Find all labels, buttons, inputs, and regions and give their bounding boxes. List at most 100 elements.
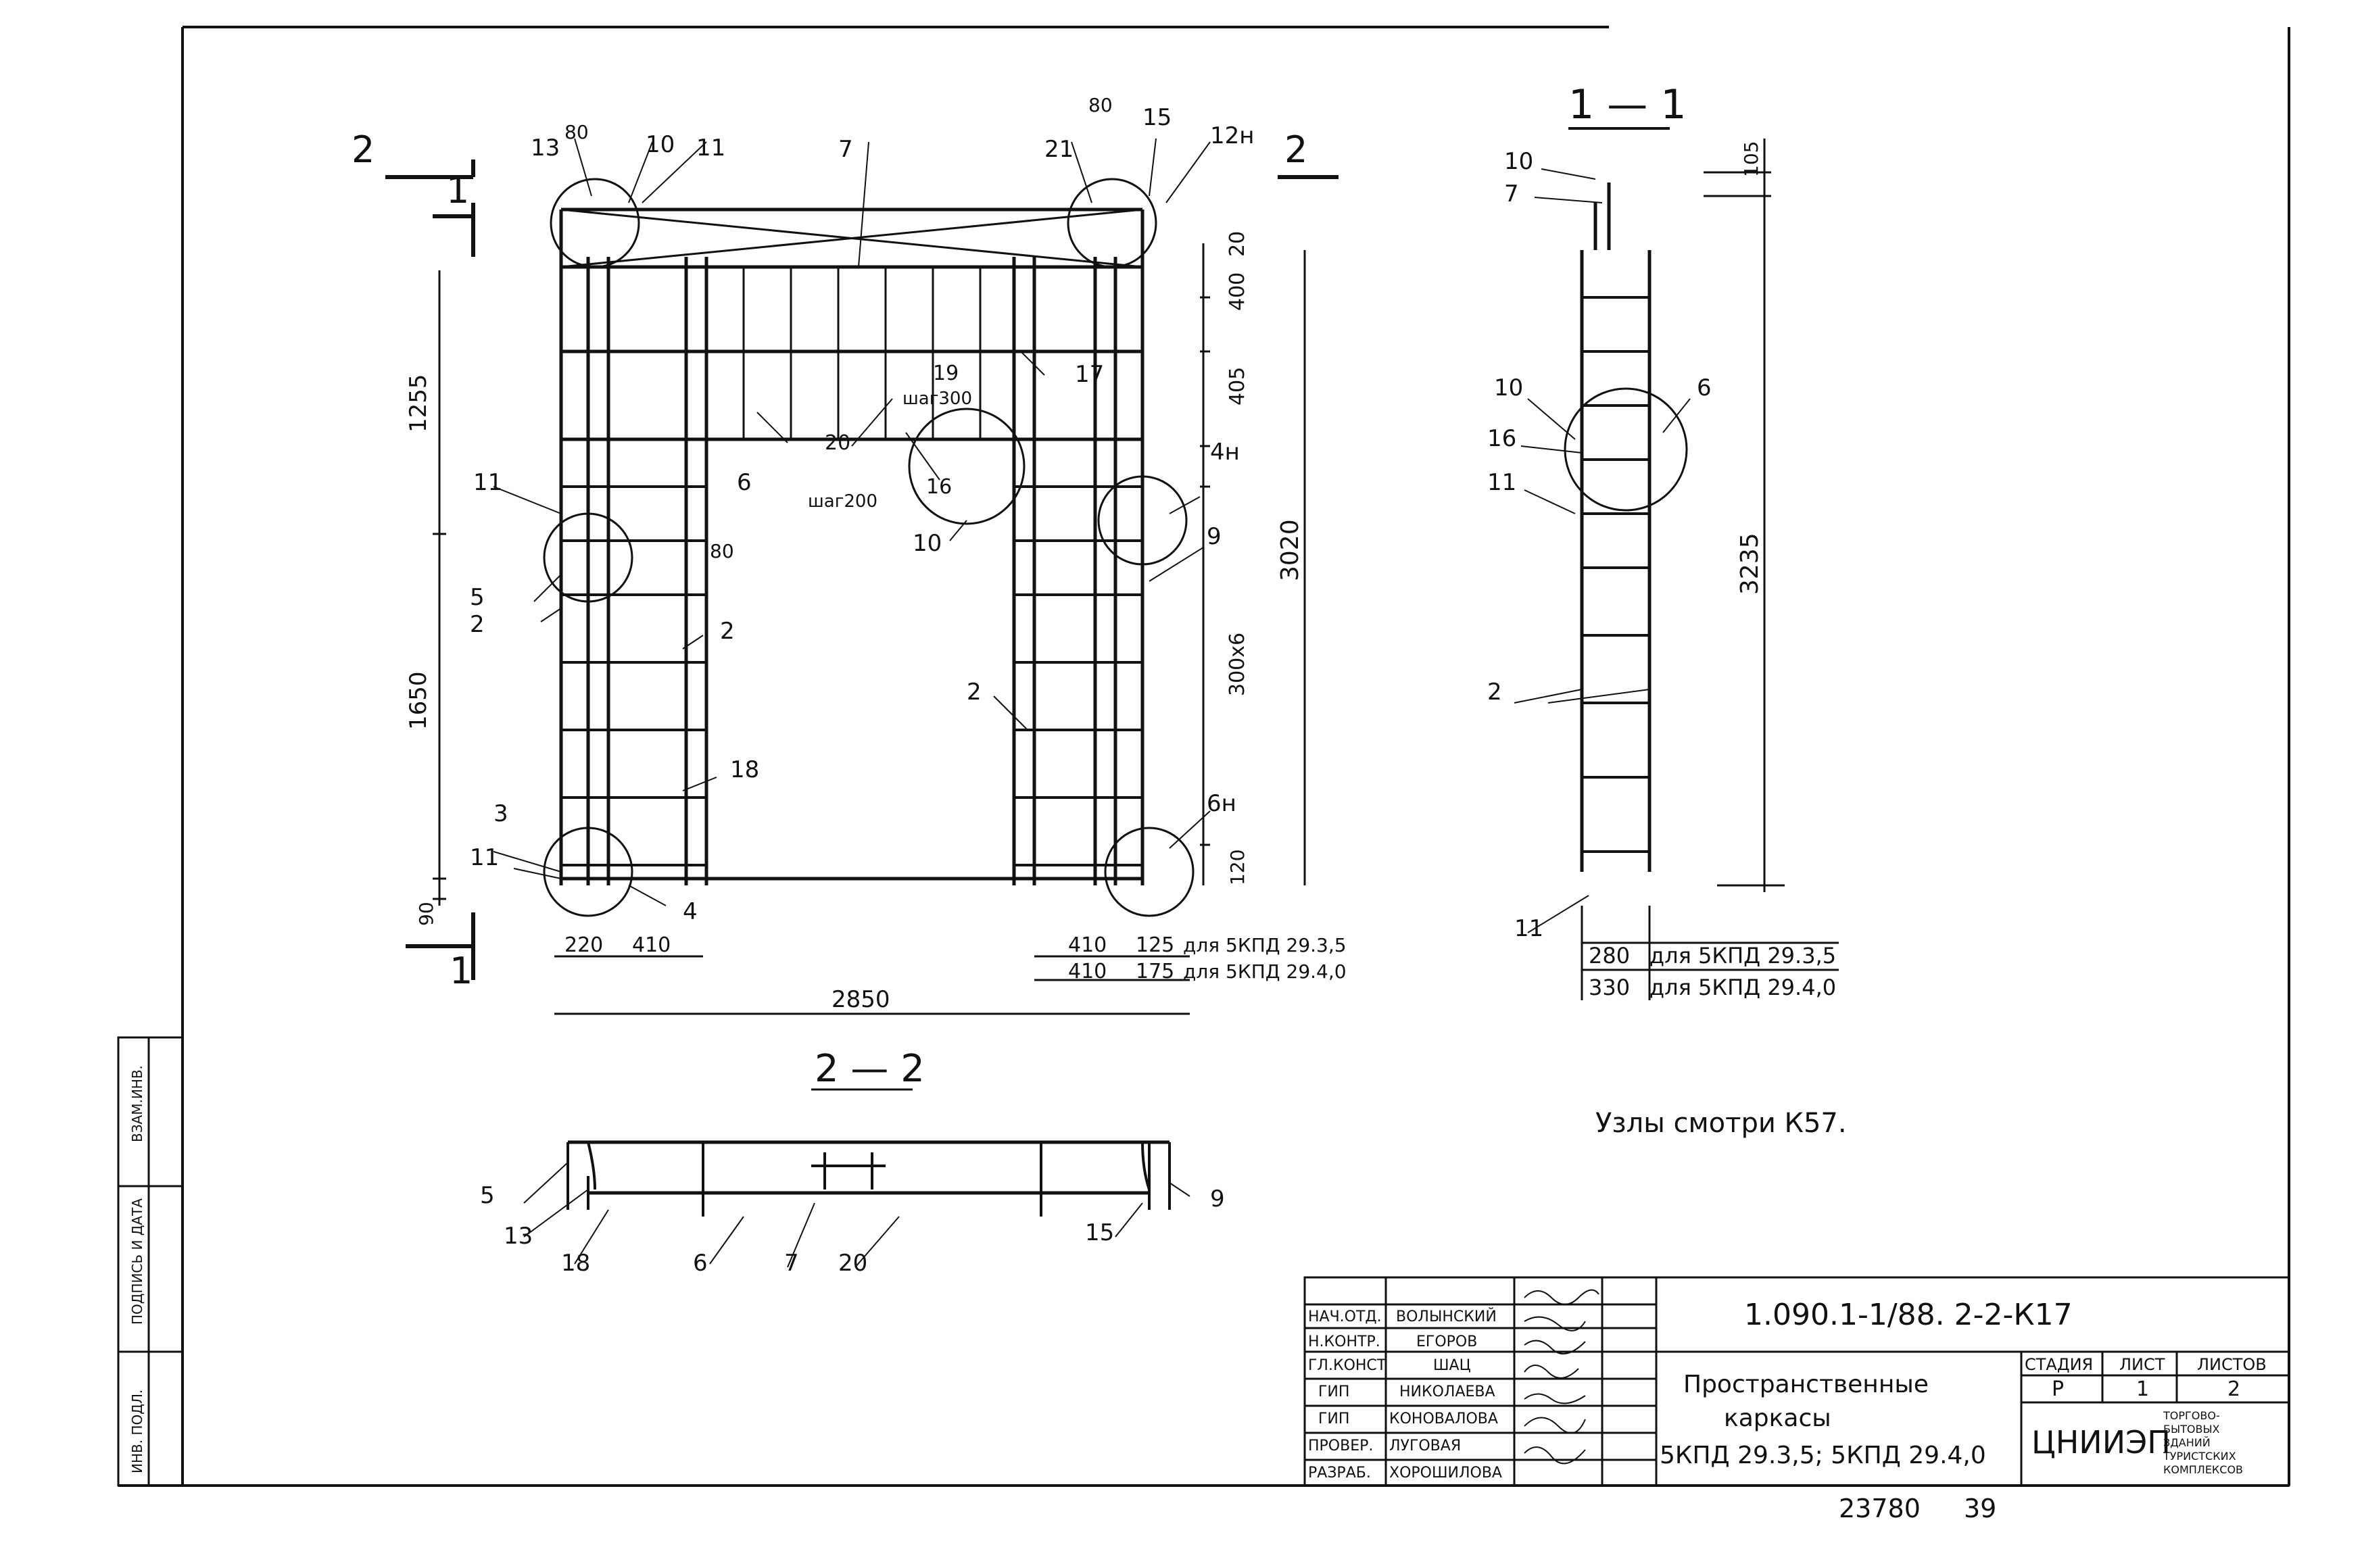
- section-2-2-title: 2 — 2: [815, 1047, 925, 1091]
- s11-for-4-0: для 5КПД 29.4,0: [1649, 975, 1836, 1000]
- mark-10-mid: 10: [913, 530, 942, 557]
- s22-mark-13: 13: [504, 1223, 533, 1250]
- role-prover: ПРОВЕР.: [1308, 1438, 1373, 1454]
- step-300: шаг300: [902, 389, 972, 409]
- mark-17: 17: [1075, 361, 1104, 388]
- dim-1255: 1255: [405, 374, 432, 433]
- org-sub-4: ТУРИСТСКИХ: [2163, 1450, 2236, 1463]
- s11-mark-10b: 10: [1494, 374, 1523, 401]
- s11-mark-6: 6: [1697, 374, 1712, 401]
- sheet-value: 1: [2136, 1377, 2149, 1401]
- mark-11-mid: 11: [473, 469, 502, 496]
- s11-mark-7: 7: [1504, 180, 1519, 207]
- mark-7: 7: [838, 136, 853, 163]
- mark-9: 9: [1207, 523, 1222, 550]
- role-gl-konst: ГЛ.КОНСТ: [1308, 1357, 1387, 1374]
- name-3: ШАЦ: [1433, 1357, 1471, 1374]
- s22-mark-15: 15: [1085, 1219, 1114, 1246]
- mark-6h: 6н: [1207, 790, 1236, 817]
- title-block-text: НАЧ.ОТД. Н.КОНТР. ГЛ.КОНСТ ГИП ГИП ПРОВЕ…: [1308, 1298, 2267, 1481]
- mark-15: 15: [1142, 104, 1172, 131]
- s11-mark-2: 2: [1487, 679, 1502, 706]
- s11-mark-11b: 11: [1514, 915, 1543, 942]
- s11-dim-3235: 3235: [1736, 533, 1764, 595]
- role-nach-otd: НАЧ.ОТД.: [1308, 1308, 1382, 1325]
- side-stamp-cell-1: ВЗАМ.ИНВ.: [129, 1065, 145, 1142]
- dim-80-left-top: 80: [564, 121, 589, 143]
- title-line-2: каркасы: [1724, 1404, 1831, 1432]
- s22-mark-18: 18: [561, 1250, 590, 1277]
- note-nodes: Узлы смотри К57.: [1595, 1108, 1847, 1139]
- s11-mark-11: 11: [1487, 469, 1516, 496]
- for-4-0-plan: для 5КПД 29.4,0: [1183, 960, 1347, 983]
- mark-10-top: 10: [646, 131, 675, 158]
- plan-view: [385, 138, 1339, 1015]
- mark-19: 19: [933, 362, 959, 385]
- mark-2-left: 2: [470, 611, 485, 638]
- s11-mark-10: 10: [1504, 148, 1533, 175]
- section-1-1: [1514, 127, 1839, 1000]
- section-1-1-labels: 1 — 1 10 7 105 10 6 16 11 3235 2 11 280 …: [1487, 81, 1836, 1000]
- mark-3: 3: [493, 800, 508, 827]
- dim-405: 405: [1226, 367, 1249, 406]
- s11-for-3-5: для 5КПД 29.3,5: [1649, 943, 1836, 969]
- step-200: шаг200: [808, 491, 877, 512]
- mark-18: 18: [730, 756, 759, 783]
- mark-13: 13: [531, 134, 560, 162]
- org-sub-3: ЗДАНИЙ: [2163, 1436, 2211, 1449]
- name-7: ХОРОШИЛОВА: [1389, 1465, 1502, 1481]
- role-gip-1: ГИП: [1318, 1383, 1349, 1400]
- mark-21: 21: [1044, 136, 1074, 163]
- dim-1650: 1650: [405, 671, 432, 730]
- mark-16: 16: [926, 475, 952, 499]
- org-sub-2: БЫТОВЫХ: [2163, 1423, 2220, 1436]
- for-3-5-plan: для 5КПД 29.3,5: [1183, 934, 1347, 956]
- mark-6: 6: [737, 469, 752, 496]
- s22-mark-6: 6: [693, 1250, 708, 1277]
- mark-4: 4: [683, 898, 698, 925]
- dim-400: 400: [1226, 272, 1249, 311]
- signatures: [1524, 1289, 1599, 1465]
- dim-90: 90: [415, 902, 437, 926]
- s11-dim-105: 105: [1740, 141, 1762, 177]
- dim-220: 220: [564, 933, 603, 957]
- name-4: НИКОЛАЕВА: [1399, 1383, 1495, 1400]
- mark-12h: 12н: [1210, 122, 1255, 149]
- footer-page: 39: [1964, 1494, 1996, 1523]
- title-line-1: Пространственные: [1683, 1371, 1929, 1398]
- title-block: [1303, 1276, 2290, 1487]
- s11-dim-280: 280: [1589, 943, 1630, 969]
- side-stamp-cell-3: ИНВ. ПОДЛ.: [129, 1390, 145, 1473]
- org-sub-5: КОМПЛЕКСОВ: [2163, 1463, 2243, 1476]
- dim-2850: 2850: [831, 986, 890, 1013]
- mark-20: 20: [825, 431, 850, 455]
- role-gip-2: ГИП: [1318, 1411, 1349, 1427]
- dim-125: 125: [1136, 933, 1174, 957]
- mark-2-left-b: 2: [720, 618, 735, 645]
- section-1-1-title: 1 — 1: [1568, 81, 1687, 128]
- role-n-kontr: Н.КОНТР.: [1308, 1333, 1380, 1350]
- s22-mark-20: 20: [838, 1250, 867, 1277]
- cut-mark-1-bottom: 1: [450, 950, 473, 992]
- name-2: ЕГОРОВ: [1416, 1333, 1477, 1350]
- footer-inv: 23780: [1839, 1494, 1921, 1523]
- dim-80-inner: 80: [710, 540, 734, 562]
- dim-3020: 3020: [1276, 519, 1304, 581]
- sheets-label: ЛИСТОВ: [2197, 1355, 2267, 1374]
- mark-5: 5: [470, 584, 485, 611]
- mark-11-bottom: 11: [470, 844, 499, 871]
- plan-labels: 2 1 2 1 13 80 10 11 7 21 80 15 12н 1255 …: [352, 94, 1347, 1013]
- name-1: ВОЛЫНСКИЙ: [1396, 1308, 1497, 1325]
- s11-dim-330: 330: [1589, 975, 1630, 1000]
- org-name: ЦНИИЭП: [2031, 1424, 2171, 1461]
- name-6: ЛУГОВАЯ: [1389, 1438, 1461, 1454]
- side-stamp-cell-2: ПОДПИСЬ И ДАТА: [129, 1198, 145, 1325]
- cut-mark-2-right: 2: [1284, 128, 1307, 171]
- dim-80-right-top: 80: [1088, 94, 1113, 116]
- section-2-2: [523, 1088, 1190, 1268]
- mark-4h: 4н: [1210, 439, 1240, 466]
- stage-label: СТАДИЯ: [2025, 1355, 2093, 1374]
- sheets-value: 2: [2227, 1377, 2240, 1401]
- mark-11-top: 11: [696, 134, 725, 162]
